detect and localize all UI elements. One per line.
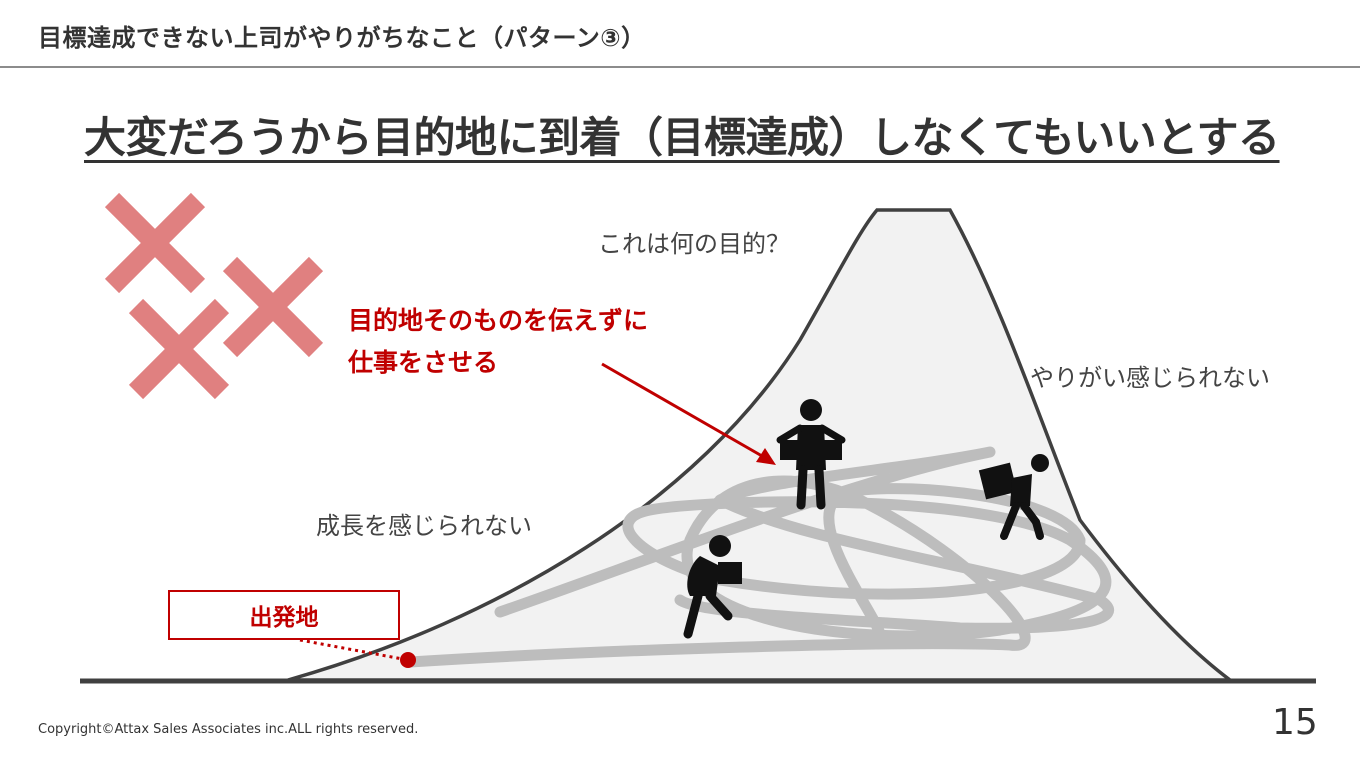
copyright-text: Copyright©Attax Sales Associates inc.ALL…	[38, 722, 419, 737]
question-label: これは何の目的？	[598, 230, 790, 258]
winding-path	[404, 446, 1114, 668]
header-divider	[0, 66, 1360, 68]
start-point-dot	[400, 652, 416, 668]
callout-arrowhead	[756, 448, 776, 465]
person-carrying-boxes-icon	[776, 399, 846, 510]
main-heading: 大変だろうから目的地に到着（目標達成）しなくてもいいとする	[84, 113, 1280, 162]
start-leader-line	[299, 638, 409, 662]
mountain-shape	[287, 208, 1236, 682]
motivation-label: やりがい感じられない	[1030, 364, 1270, 392]
cross-mark-icon	[104, 192, 206, 294]
callout-line-1: 目的地そのものを伝えずに	[348, 306, 649, 335]
person-crouching-box-icon	[683, 535, 742, 639]
red-callout: 目的地そのものを伝えずに 仕事をさせる	[348, 300, 648, 384]
start-point-label: 出発地	[168, 590, 400, 640]
page-number: 15	[1272, 702, 1318, 743]
cross-mark-icon	[222, 256, 324, 358]
slide-header-title: 目標達成できない上司がやりがちなこと（パターン③）	[38, 24, 646, 52]
cross-mark-icon	[128, 298, 230, 400]
person-holding-box-icon	[978, 454, 1049, 540]
callout-line-2: 仕事をさせる	[348, 348, 499, 377]
growth-label: 成長を感じられない	[316, 512, 532, 540]
callout-arrow	[601, 362, 763, 458]
